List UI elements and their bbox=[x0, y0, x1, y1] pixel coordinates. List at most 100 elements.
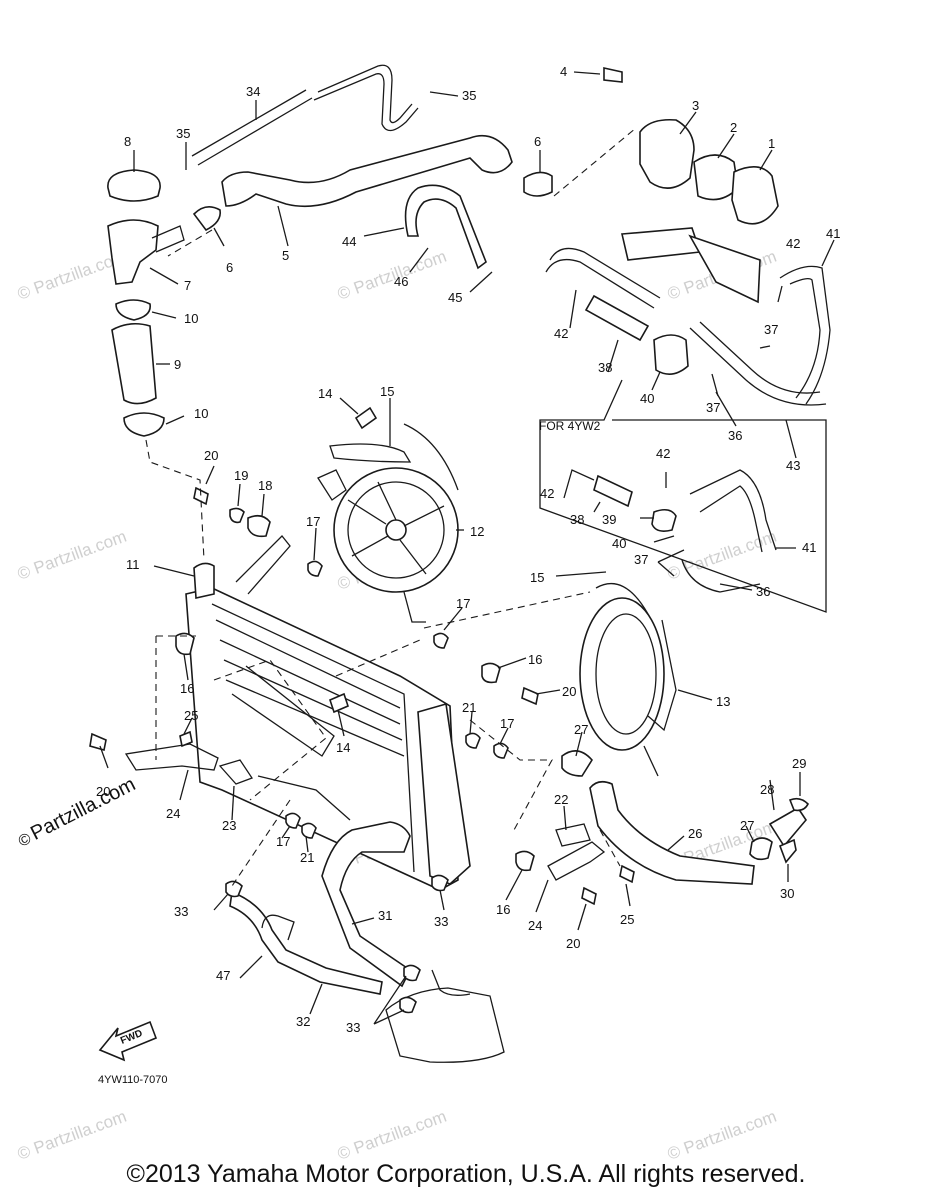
radiator-core bbox=[185, 535, 471, 891]
callout-14[interactable]: 14 bbox=[336, 740, 350, 755]
callout-6[interactable]: 6 bbox=[534, 134, 541, 149]
radiator-cap-assembly bbox=[107, 169, 222, 285]
callout-41[interactable]: 41 bbox=[826, 226, 840, 241]
watermark-text: © Partzilla.com bbox=[15, 1107, 129, 1164]
callout-41[interactable]: 41 bbox=[802, 540, 816, 555]
callout-46[interactable]: 46 bbox=[394, 274, 408, 289]
callout-42[interactable]: 42 bbox=[554, 326, 568, 341]
mounting-brackets bbox=[89, 406, 635, 1014]
forward-direction-arrow: FWD bbox=[98, 1020, 158, 1062]
callout-5[interactable]: 5 bbox=[282, 248, 289, 263]
lower-filler-hose bbox=[111, 299, 165, 437]
cooling-fan-left bbox=[317, 423, 459, 623]
callout-22[interactable]: 22 bbox=[554, 792, 568, 807]
callout-40[interactable]: 40 bbox=[612, 536, 626, 551]
callout-16[interactable]: 16 bbox=[528, 652, 542, 667]
upper-radiator-hose bbox=[191, 64, 513, 208]
callout-12[interactable]: 12 bbox=[470, 524, 484, 539]
callout-37[interactable]: 37 bbox=[764, 322, 778, 337]
callout-29[interactable]: 29 bbox=[792, 756, 806, 771]
callout-15[interactable]: 15 bbox=[380, 384, 394, 399]
callout-27[interactable]: 27 bbox=[574, 722, 588, 737]
thermostat-assembly bbox=[523, 67, 779, 225]
callout-31[interactable]: 31 bbox=[378, 908, 392, 923]
variant-label: FOR 4YW2 bbox=[539, 419, 601, 433]
callout-39[interactable]: 39 bbox=[602, 512, 616, 527]
callout-24[interactable]: 24 bbox=[528, 918, 542, 933]
callout-28[interactable]: 28 bbox=[760, 782, 774, 797]
callout-38[interactable]: 38 bbox=[570, 512, 584, 527]
callout-18[interactable]: 18 bbox=[258, 478, 272, 493]
watermark-text: © Partzilla.com bbox=[335, 247, 449, 304]
callout-layer: 1 2 3 4 5 6 6 7 8 9 10 10 11 12 13 14 14… bbox=[96, 64, 840, 1035]
callout-23[interactable]: 23 bbox=[222, 818, 236, 833]
callout-3[interactable]: 3 bbox=[692, 98, 699, 113]
bypass-hose bbox=[404, 184, 487, 270]
callout-26[interactable]: 26 bbox=[688, 826, 702, 841]
callout-33[interactable]: 33 bbox=[174, 904, 188, 919]
callout-27[interactable]: 27 bbox=[740, 818, 754, 833]
callout-36[interactable]: 36 bbox=[756, 584, 770, 599]
callout-7[interactable]: 7 bbox=[184, 278, 191, 293]
callout-33[interactable]: 33 bbox=[434, 914, 448, 929]
leader-lines bbox=[99, 71, 835, 1025]
callout-35[interactable]: 35 bbox=[462, 88, 476, 103]
watermark-text: © Partzilla.com bbox=[665, 527, 779, 584]
callout-25[interactable]: 25 bbox=[184, 708, 198, 723]
callout-43[interactable]: 43 bbox=[786, 458, 800, 473]
callout-36[interactable]: 36 bbox=[728, 428, 742, 443]
callout-34[interactable]: 34 bbox=[246, 84, 260, 99]
callout-37[interactable]: 37 bbox=[706, 400, 720, 415]
watermark-text: © Partzilla.com bbox=[335, 1107, 449, 1164]
coolant-pipe-assembly bbox=[539, 227, 831, 613]
callout-25[interactable]: 25 bbox=[620, 912, 634, 927]
callout-32[interactable]: 32 bbox=[296, 1014, 310, 1029]
callout-17[interactable]: 17 bbox=[306, 514, 320, 529]
callout-44[interactable]: 44 bbox=[342, 234, 356, 249]
dashed-reference-lines bbox=[145, 127, 637, 887]
watermark-text: © Partzilla.com bbox=[15, 527, 129, 584]
callout-8[interactable]: 8 bbox=[124, 134, 131, 149]
callout-4[interactable]: 4 bbox=[560, 64, 567, 79]
callout-21[interactable]: 21 bbox=[462, 700, 476, 715]
callout-13[interactable]: 13 bbox=[716, 694, 730, 709]
callout-19[interactable]: 19 bbox=[234, 468, 248, 483]
callout-2[interactable]: 2 bbox=[730, 120, 737, 135]
callout-15[interactable]: 15 bbox=[530, 570, 544, 585]
callout-33[interactable]: 33 bbox=[346, 1020, 360, 1035]
callout-16[interactable]: 16 bbox=[496, 902, 510, 917]
callout-20[interactable]: 20 bbox=[562, 684, 576, 699]
callout-38[interactable]: 38 bbox=[598, 360, 612, 375]
callout-6[interactable]: 6 bbox=[226, 260, 233, 275]
callout-14[interactable]: 14 bbox=[318, 386, 332, 401]
callout-30[interactable]: 30 bbox=[780, 886, 794, 901]
callout-10[interactable]: 10 bbox=[184, 311, 198, 326]
callout-16[interactable]: 16 bbox=[180, 681, 194, 696]
callout-1[interactable]: 1 bbox=[768, 136, 775, 151]
callout-47[interactable]: 47 bbox=[216, 968, 230, 983]
callout-17[interactable]: 17 bbox=[276, 834, 290, 849]
callout-42[interactable]: 42 bbox=[540, 486, 554, 501]
callout-11[interactable]: 11 bbox=[126, 557, 140, 572]
diagram-code: 4YW110-7070 bbox=[98, 1074, 168, 1086]
callout-40[interactable]: 40 bbox=[640, 391, 654, 406]
callout-17[interactable]: 17 bbox=[456, 596, 470, 611]
callout-37[interactable]: 37 bbox=[634, 552, 648, 567]
callout-20[interactable]: 20 bbox=[96, 784, 110, 799]
callout-35[interactable]: 35 bbox=[176, 126, 190, 141]
callout-9[interactable]: 9 bbox=[174, 357, 181, 372]
callout-21[interactable]: 21 bbox=[300, 850, 314, 865]
copyright-notice: ©2013 Yamaha Motor Corporation, U.S.A. A… bbox=[126, 1160, 806, 1188]
callout-17[interactable]: 17 bbox=[500, 716, 514, 731]
callout-24[interactable]: 24 bbox=[166, 806, 180, 821]
callout-20[interactable]: 20 bbox=[566, 936, 580, 951]
callout-42[interactable]: 42 bbox=[786, 236, 800, 251]
callout-45[interactable]: 45 bbox=[448, 290, 462, 305]
callout-20[interactable]: 20 bbox=[204, 448, 218, 463]
right-outlet-hose bbox=[561, 750, 809, 885]
cooling-fan-right bbox=[579, 583, 677, 777]
callout-10[interactable]: 10 bbox=[194, 406, 208, 421]
callout-42[interactable]: 42 bbox=[656, 446, 670, 461]
